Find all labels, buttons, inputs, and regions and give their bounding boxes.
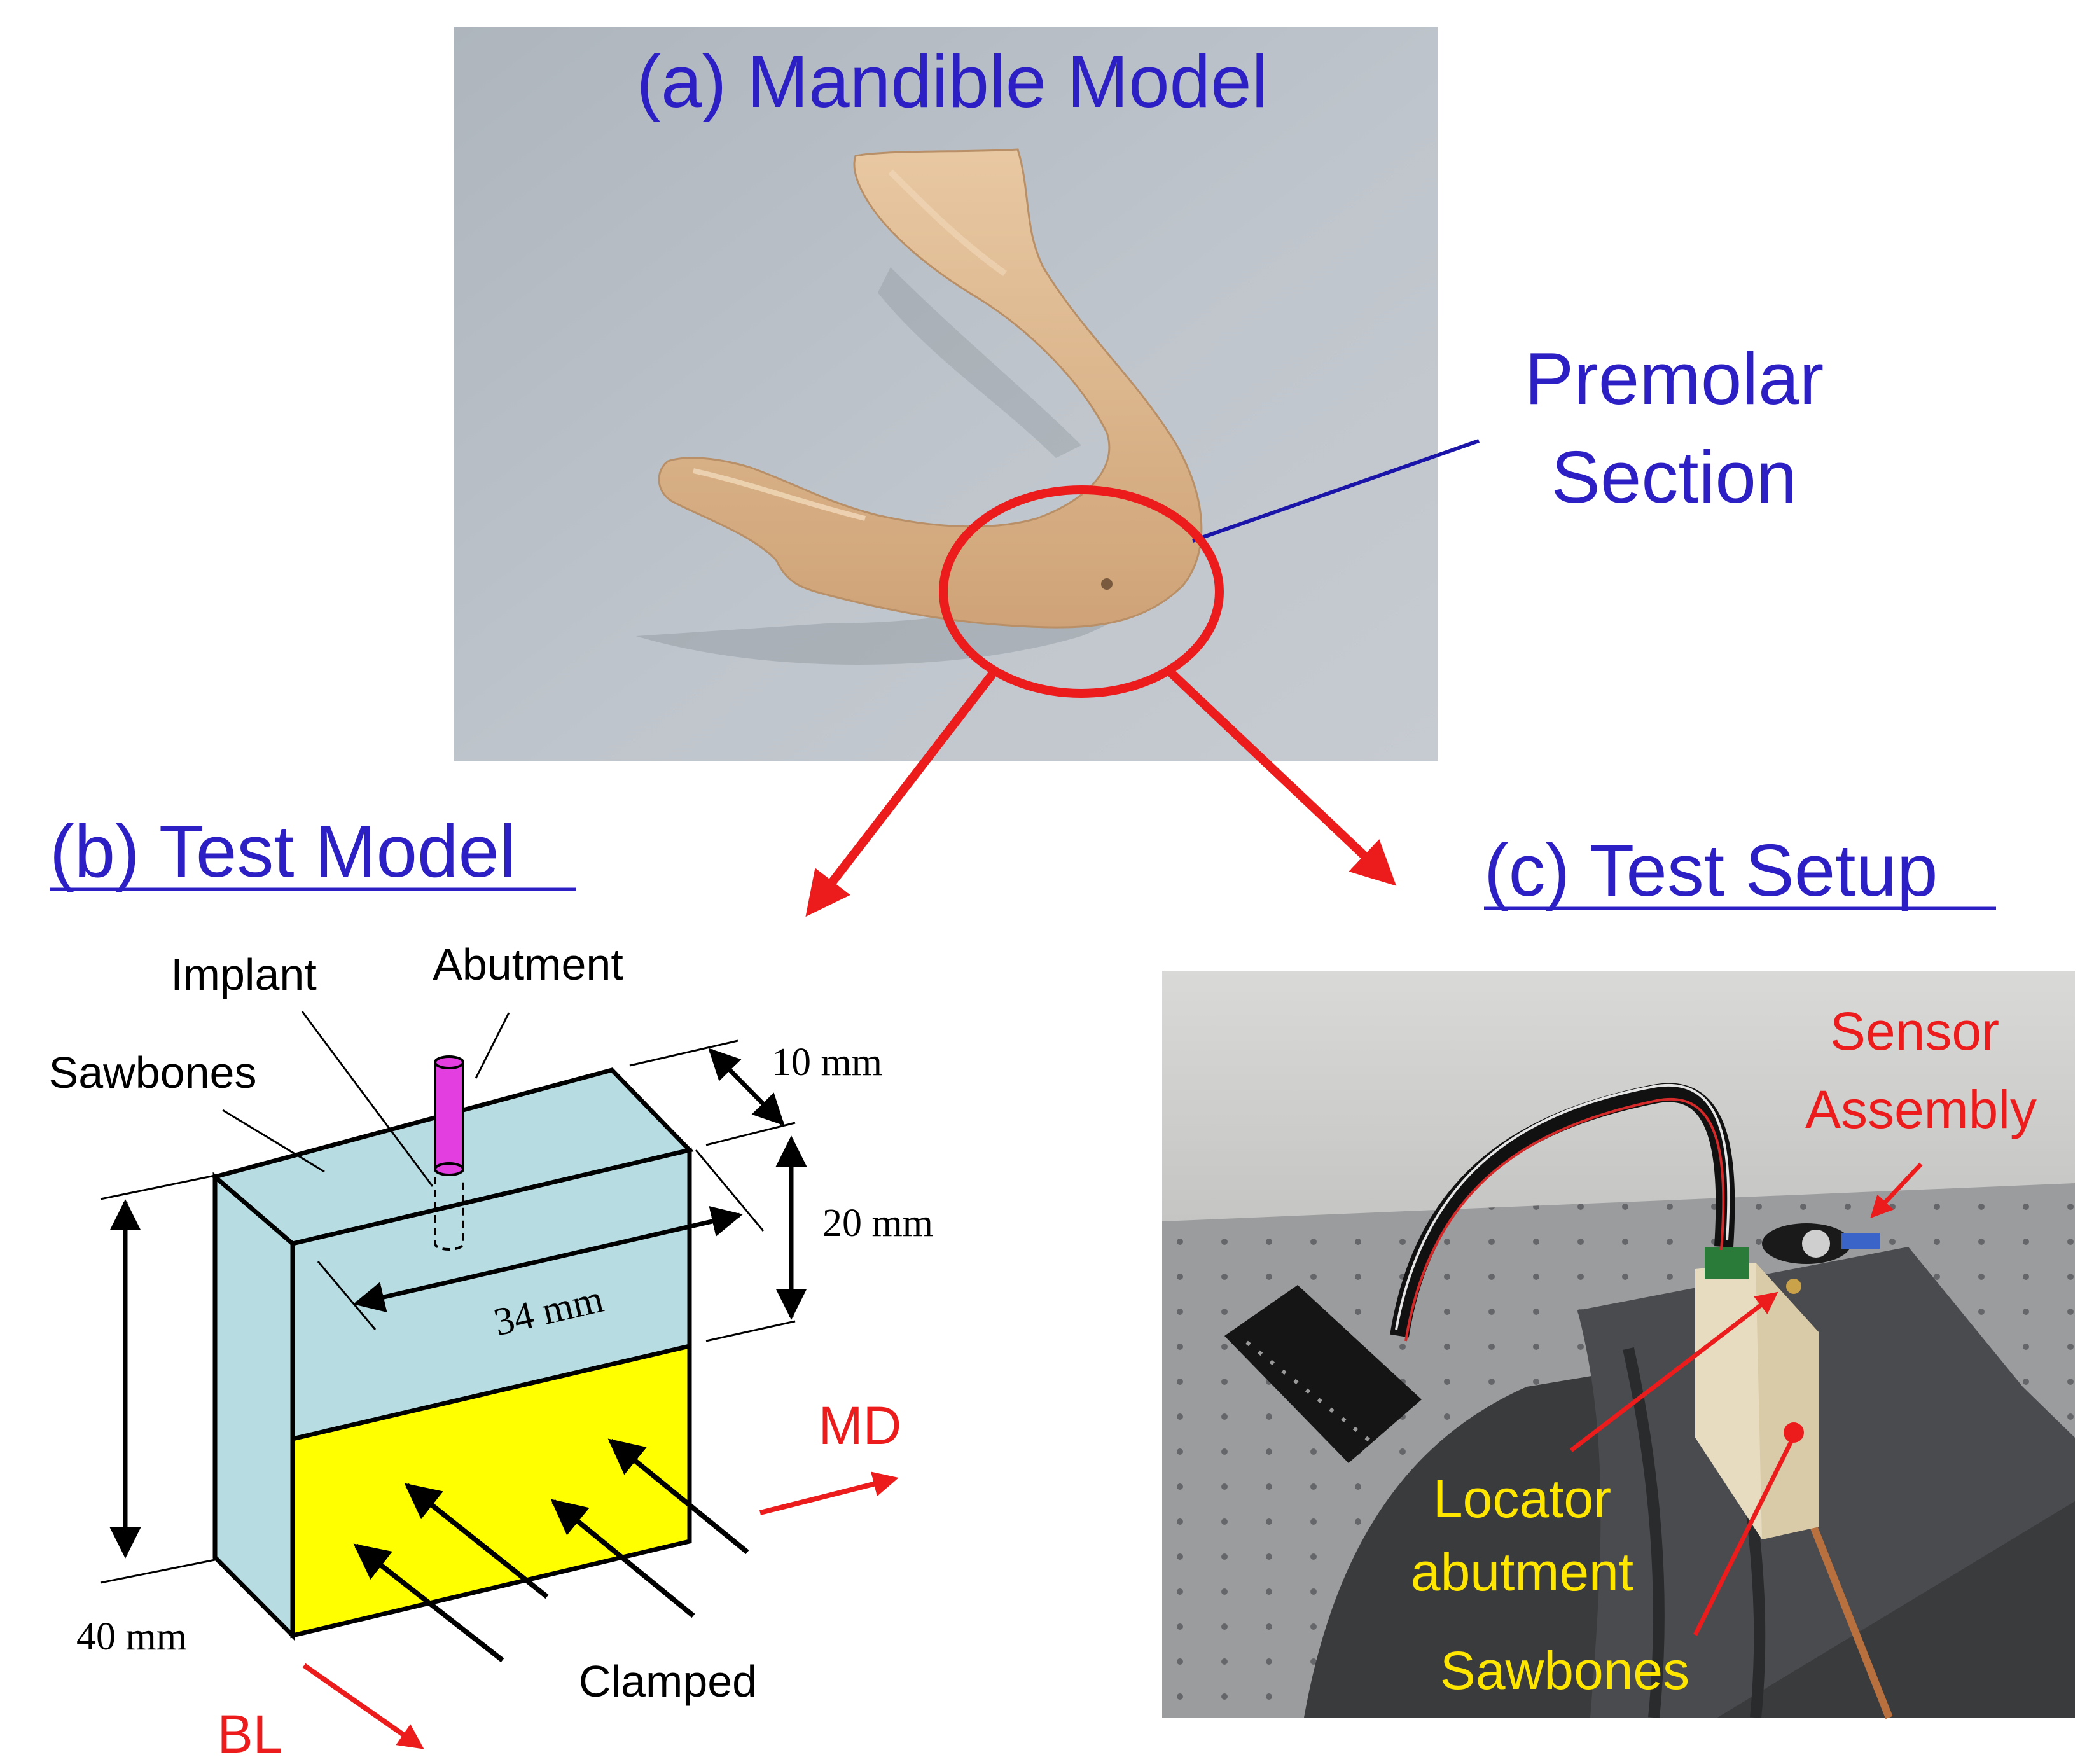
mandible-highlight-arm [888,169,1007,277]
dim-10-ext-a [629,1039,738,1067]
abutment-label: Abutment [433,940,623,989]
cable-connector [1224,1285,1422,1463]
mandible-shadow-arm [878,267,1081,458]
panel-b-title: (b) Test Model [50,810,516,892]
locator-label-line1: Locator [1433,1469,1611,1529]
abutment-leader [475,1012,510,1079]
locator-pointer [1569,1291,1778,1452]
clamp-arrow-3 [550,1499,695,1618]
mandible-model [658,148,1203,629]
sensor-cable [1390,1083,1735,1338]
sensor-board [1705,1247,1749,1279]
test-setup-photo: Sensor Assembly Locator abutment Sawbone… [1162,971,2075,1719]
dim-20-label: 20 mm [822,1202,933,1245]
block-left-face [212,1172,295,1641]
locator-label-line2: abutment [1411,1542,1633,1602]
sensor-assembly-pointer [1870,1162,1923,1219]
arrow-to-test-setup [1164,665,1397,886]
sawbones-pointer [1693,1435,1796,1636]
implant-leader [301,1011,434,1187]
dim-10-ext-b [705,1122,796,1146]
mandible-pit [1101,578,1113,590]
clamp-arrow-1 [353,1543,504,1663]
sensor-assembly-label-line1: Sensor [1830,1001,1999,1061]
sensor-cable-red-wire [1404,1098,1725,1342]
abutment-top [434,1055,464,1069]
bl-label: BL [218,1704,283,1761]
mandible-highlight [693,468,866,521]
sawbones-label: Sawbones [49,1048,257,1097]
clamped-label: Clamped [579,1656,757,1706]
implant-label: Implant [170,950,317,999]
dim-20-ext-bottom [705,1320,796,1342]
dim-34-ext-left [317,1261,377,1330]
dim-40-label: 40 mm [76,1615,187,1658]
mandible-photo [454,27,1438,761]
clamp-arrow-2 [404,1483,549,1599]
panel-a-title: (a) Mandible Model [637,40,1268,123]
sawbones-leader [222,1109,325,1173]
arrow-to-test-model [805,671,996,917]
clamp-arrow-4 [607,1438,749,1555]
test-model-diagram: Implant Abutment Sawbones 40 mm 10 mm 20… [49,940,933,1764]
md-direction-arrow [759,1471,899,1515]
dim-40-ext-bottom [100,1559,216,1584]
dim-10-label: 10 mm [772,1041,882,1084]
dim-40-ext-top [100,1174,216,1200]
locator-abutment [1786,1279,1801,1294]
dim-34-arrow [353,1206,743,1312]
sawbones-pointer-dot [1784,1422,1804,1443]
md-label: MD [819,1396,902,1455]
bl-direction-arrow [302,1663,424,1749]
sensor-cable-white-wire [1395,1084,1730,1330]
premolar-highlight-circle [939,485,1224,698]
dim-10-arrow [708,1048,785,1126]
sawbones-photo-label: Sawbones [1440,1641,1689,1700]
sensor-blue-tab [1841,1233,1880,1249]
sawbones-block-side [1756,1263,1819,1539]
abutment-bottom [434,1162,464,1176]
premolar-label-line1: Premolar [1525,337,1824,420]
abutment-shape [434,1061,464,1170]
sensor-assembly-label-line2: Assembly [1805,1080,2037,1139]
mandible-photo-background [454,27,1438,761]
premolar-callout-line [1192,439,1480,543]
panel-c-title: (c) Test Setup [1484,829,1938,912]
dim-34-ext-right [695,1149,765,1232]
premolar-label-line2: Section [1551,436,1798,518]
sensor-disc [1802,1230,1830,1258]
